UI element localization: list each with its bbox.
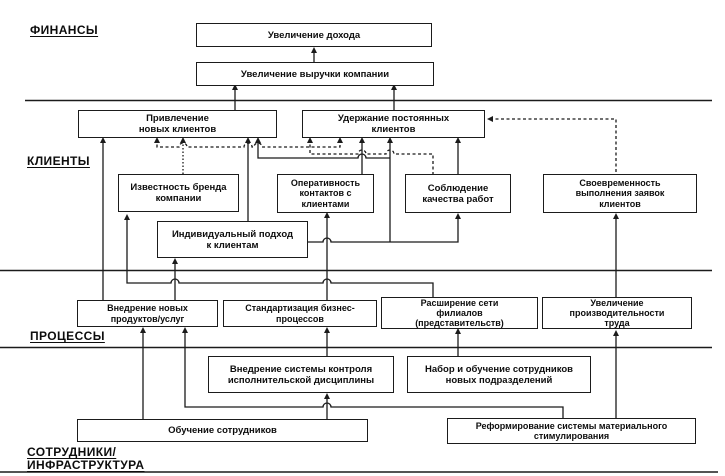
node-attract-new-clients: Привлечение новых клиентов	[78, 110, 277, 138]
node-brand-awareness: Известность бренда компании	[118, 174, 239, 212]
section-label-finance: ФИНАНСЫ	[30, 23, 99, 37]
node-new-products-services: Внедрение новых продуктов/услуг	[77, 300, 218, 327]
node-increase-revenue: Увеличение выручки компании	[196, 62, 434, 86]
node-discipline-control-system: Внедрение системы контроля исполнительск…	[208, 356, 394, 393]
node-branch-network-expansion: Расширение сети филиалов (представительс…	[381, 297, 538, 329]
solid-connectors	[102, 49, 617, 419]
node-staff-training: Обучение сотрудников	[77, 419, 368, 442]
node-work-quality: Соблюдение качества работ	[405, 174, 511, 213]
section-label-staff-infrastructure: СОТРУДНИКИ/ ИНФРАСТРУКТУРА	[27, 445, 145, 472]
section-label-processes: ПРОЦЕССЫ	[30, 329, 105, 343]
node-retain-regular-clients: Удержание постоянных клиентов	[302, 110, 485, 138]
section-label-clients: КЛИЕНТЫ	[27, 154, 90, 168]
arrowheads	[100, 47, 619, 399]
node-prompt-client-contacts: Оперативность контактов с клиентами	[277, 174, 374, 213]
node-increase-income: Увеличение дохода	[196, 23, 432, 47]
section-divider-lines	[0, 99, 718, 473]
node-timely-request-fulfillment: Своевременность выполнения заявок клиент…	[543, 174, 697, 213]
node-incentive-system-reform: Реформирование системы материального сти…	[447, 418, 696, 444]
node-labor-productivity: Увеличение производительности труда	[542, 297, 692, 329]
node-new-division-staffing: Набор и обучение сотрудников новых подра…	[407, 356, 591, 393]
node-individual-approach: Индивидуальный подход к клиентам	[157, 221, 308, 258]
node-process-standardization: Стандартизация бизнес- процессов	[223, 300, 377, 327]
